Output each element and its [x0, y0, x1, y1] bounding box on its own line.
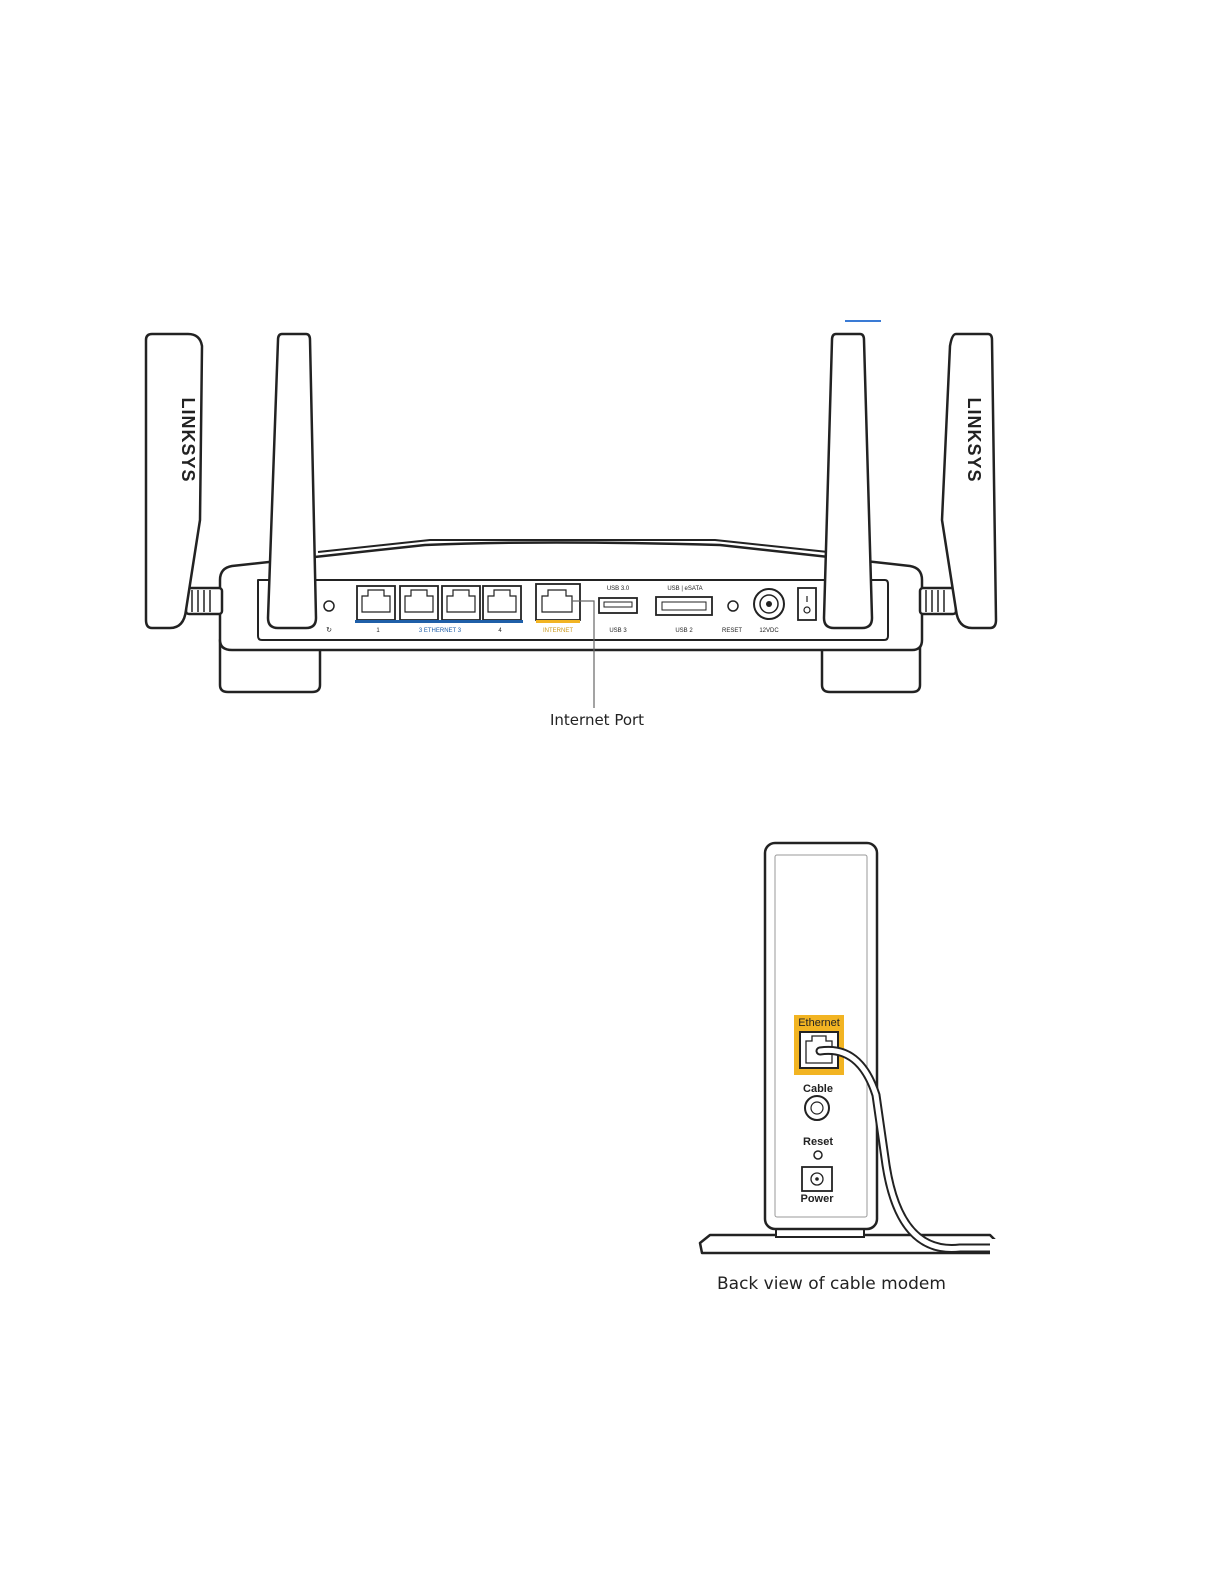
usb-esata-bottom-label: USB 2: [675, 628, 693, 634]
ethernet-port-1[interactable]: [357, 586, 395, 620]
modem-power-label: Power: [800, 1193, 834, 1205]
modem-reset-button[interactable]: [814, 1151, 822, 1159]
usb-esata-top-label: USB | eSATA: [667, 586, 702, 592]
modem-ethernet-label: Ethernet: [798, 1017, 840, 1029]
usb30-port[interactable]: [599, 598, 637, 613]
modem-cable-label: Cable: [803, 1083, 833, 1095]
antenna-inner-left: [268, 334, 316, 628]
reset-button[interactable]: [728, 601, 738, 611]
router-back-view-diagram: LINKSYS LINKSYS ↻ 1 3 ETHERNET 3 4 INTER…: [0, 0, 1224, 760]
usb-esata-port[interactable]: [656, 597, 712, 615]
internet-port-callout: Internet Port: [550, 711, 644, 729]
eth-port-label-mid: 3 ETHERNET 3: [419, 628, 462, 634]
power-label: 12VDC: [759, 628, 779, 634]
ethernet-port-3[interactable]: [442, 586, 480, 620]
cable-modem-back-view-diagram: Ethernet Cable Reset Power: [690, 835, 1010, 1265]
ethernet-port-4[interactable]: [483, 586, 521, 620]
antenna-inner-right: [824, 334, 872, 628]
reset-label: RESET: [722, 628, 742, 634]
brand-logo-left: LINKSYS: [178, 397, 198, 482]
wps-label: ↻: [326, 627, 332, 634]
usb30-bottom-label: USB 3: [609, 628, 627, 634]
usb30-top-label: USB 3.0: [607, 586, 630, 592]
brand-logo-right: LINKSYS: [964, 397, 984, 482]
power-switch[interactable]: [798, 588, 816, 620]
internet-port-label: INTERNET: [543, 628, 573, 634]
ethernet-port-2[interactable]: [400, 586, 438, 620]
modem-reset-label: Reset: [803, 1136, 833, 1148]
ethernet-color-bar: [355, 620, 523, 623]
modem-caption: Back view of cable modem: [717, 1274, 946, 1294]
wps-button[interactable]: [324, 601, 334, 611]
internet-color-bar: [536, 620, 580, 623]
